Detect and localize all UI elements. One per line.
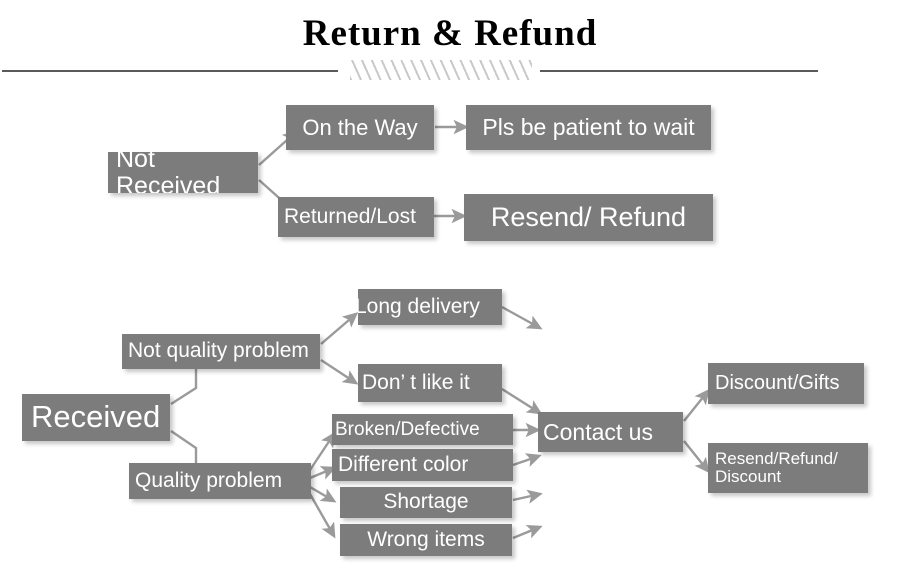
divider-rule-left <box>2 70 338 72</box>
node-discount-gifts[interactable]: Discount/Gifts <box>708 363 864 404</box>
node-label: Not Received <box>116 152 221 193</box>
node-different-color[interactable]: Different color <box>332 449 513 481</box>
page-title: Return & Refund <box>302 13 598 54</box>
node-pls-be-patient-to-wait[interactable]: Pls be patient to wait <box>466 105 711 150</box>
node-returned-lost[interactable]: Returned/Lost <box>278 197 434 237</box>
node-dont-like-it[interactable]: Don’ t like it <box>358 364 502 402</box>
node-not-quality-problem[interactable]: Not quality problem <box>122 334 320 369</box>
node-long-delivery[interactable]: Long delivery <box>358 289 502 325</box>
node-not-received[interactable]: Not Received <box>108 152 258 193</box>
node-label: Not quality problem <box>128 339 309 363</box>
node-label: Returned/Lost <box>284 204 416 228</box>
node-label: Pls be patient to wait <box>482 114 695 141</box>
node-label: Resend/ Refund <box>490 202 687 233</box>
node-contact-us[interactable]: Contact us <box>538 412 683 452</box>
node-on-the-way[interactable]: On the Way <box>286 105 434 150</box>
node-broken-defective[interactable]: Broken/Defective <box>332 414 513 445</box>
divider-hatch <box>350 60 532 80</box>
node-label: Resend/Refund/ Discount <box>715 449 838 486</box>
node-label: Wrong items <box>367 527 485 551</box>
node-label: Shortage <box>383 490 469 514</box>
node-shortage[interactable]: Shortage <box>340 487 512 518</box>
node-label: Broken/Defective <box>335 418 480 440</box>
node-resend-refund-discount[interactable]: Resend/Refund/ Discount <box>708 443 868 493</box>
node-label: Don’ t like it <box>362 370 470 394</box>
node-quality-problem[interactable]: Quality problem <box>129 463 311 499</box>
node-label: Contact us <box>543 418 653 445</box>
node-label: Received <box>31 399 161 435</box>
node-wrong-items[interactable]: Wrong items <box>340 524 512 556</box>
node-label: Discount/Gifts <box>715 372 840 394</box>
node-label: Long delivery <box>358 294 480 318</box>
node-label: Quality problem <box>135 468 283 492</box>
node-received[interactable]: Received <box>22 394 170 441</box>
node-label: On the Way <box>302 114 418 140</box>
node-label: Different color <box>338 452 469 476</box>
node-resend-refund[interactable]: Resend/ Refund <box>464 194 713 241</box>
divider-rule-right <box>540 70 818 72</box>
